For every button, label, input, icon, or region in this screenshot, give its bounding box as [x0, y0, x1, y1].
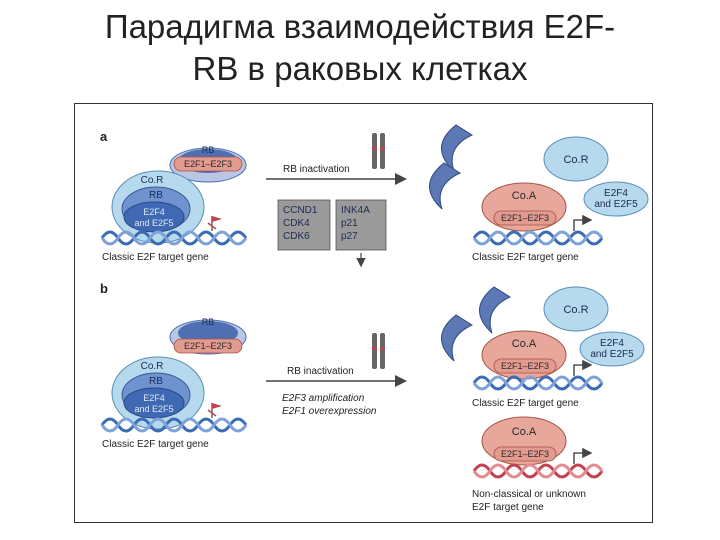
dna-helix-right-b: [472, 375, 604, 391]
right-cor-blob-b: [543, 286, 609, 332]
dna-helix-left-a: [100, 230, 248, 246]
slide-title-line-2: RB в раковых клетках: [192, 50, 528, 87]
chromosome-icon-a: [372, 133, 385, 169]
slide-title-line-1: Парадигма взаимодействия E2F-: [104, 8, 616, 45]
transcription-arrow-b: [573, 359, 593, 376]
right-e2f4-label-b-2: and E2F5: [590, 349, 634, 360]
nonclassic-label-1: Non-classical or unknown: [472, 489, 586, 500]
e2f4-label-2: and E2F5: [134, 218, 173, 228]
e2f13-label-b: E2F1–E2F3: [184, 341, 232, 351]
right-classic-gene-label-b: Classic E2F target gene: [472, 398, 579, 409]
classic-gene-label-b: Classic E2F target gene: [102, 439, 209, 450]
e2f4-blob-b: [123, 387, 185, 419]
rb-inner-label: RB: [149, 190, 163, 201]
gene-block-icon-b: [207, 409, 217, 417]
cor-label-b: Co.R: [141, 361, 164, 372]
gene-flag-icon-a: [212, 216, 222, 222]
right-cor-blob-a: [543, 136, 609, 182]
e2f13-capsule-b: [173, 338, 243, 354]
e2f-rb-diagram: a RB E2F1–E2F3 Co.R RB E2F4 and E2F5 Cla…: [74, 103, 653, 523]
right-cor-label-a: Co.R: [563, 154, 588, 166]
rb-crescent-top-b: [479, 286, 512, 334]
right-e2f4-label-a-1: E2F4: [604, 188, 628, 199]
dna-helix-right-a: [472, 230, 604, 246]
right-e2f13-label-a: E2F1–E2F3: [501, 213, 549, 223]
transcription-arrow-c: [573, 447, 593, 464]
right-cor-label-b: Co.R: [563, 304, 588, 316]
dna-helix-left-b: [100, 417, 248, 433]
right-e2f13-capsule-a: [493, 210, 557, 226]
right-e2f4-label-b-1: E2F4: [600, 338, 624, 349]
classic-gene-label-a: Classic E2F target gene: [102, 252, 209, 263]
rb-inactivation-label-a: RB inactivation: [283, 164, 350, 175]
right-e2f4-blob-b: [579, 331, 645, 367]
transcription-arrow-a: [573, 214, 593, 231]
rb-crescent-bottom-b: [441, 314, 474, 362]
nonclassic-label-2: E2F target gene: [472, 502, 544, 513]
right-e2f13-label-2: E2F1–E2F3: [501, 449, 549, 459]
dna-helix-red: [472, 463, 604, 479]
oncogene-2: CDK4: [283, 218, 310, 229]
suppressor-2: p21: [341, 218, 358, 229]
e2f4-label-b-2: and E2F5: [134, 404, 173, 414]
suppressor-3: p27: [341, 231, 358, 242]
amplification-label-1: E2F3 amplification: [282, 393, 365, 404]
oncogene-3: CDK6: [283, 231, 310, 242]
right-e2f4-label-a-2: and E2F5: [594, 199, 638, 210]
rb-inner-label-b: RB: [149, 376, 163, 387]
tumor-suppressor-box: [335, 199, 387, 251]
e2f13-label: E2F1–E2F3: [184, 159, 232, 169]
rb-inactivation-label-b: RB inactivation: [287, 366, 354, 377]
gene-flag-icon-b: [212, 403, 222, 409]
rb-crescent-bottom-a: [429, 162, 462, 210]
right-coa-label-b: Co.A: [512, 338, 537, 350]
right-classic-gene-label-a: Classic E2F target gene: [472, 252, 579, 263]
gene-block-icon-a: [207, 222, 217, 230]
rb-label: RB: [202, 145, 215, 155]
right-coa2-label: Co.A: [512, 426, 537, 438]
right-e2f13-capsule-2: [493, 446, 557, 462]
e2f13-capsule: [173, 156, 243, 172]
e2f4-label-1: E2F4: [143, 207, 165, 217]
right-e2f13-label-b: E2F1–E2F3: [501, 361, 549, 371]
slide-title: Парадигма взаимодействия E2F- RB в раков…: [0, 6, 720, 90]
cor-label: Co.R: [141, 175, 164, 186]
oncogene-box: [277, 199, 331, 251]
rb-label-b: RB: [202, 317, 215, 327]
panel-b-label: b: [100, 281, 108, 296]
right-e2f4-blob-a: [583, 181, 649, 217]
chromosome-icon-b: [372, 333, 385, 369]
right-e2f13-capsule-b: [493, 358, 557, 374]
suppressor-1: INK4A: [341, 205, 370, 216]
oncogene-1: CCND1: [283, 205, 318, 216]
amplification-label-2: E2F1 overexpression: [282, 406, 377, 417]
right-coa-label-a: Co.A: [512, 190, 537, 202]
panel-a-label: a: [100, 129, 108, 144]
e2f4-label-b-1: E2F4: [143, 393, 165, 403]
